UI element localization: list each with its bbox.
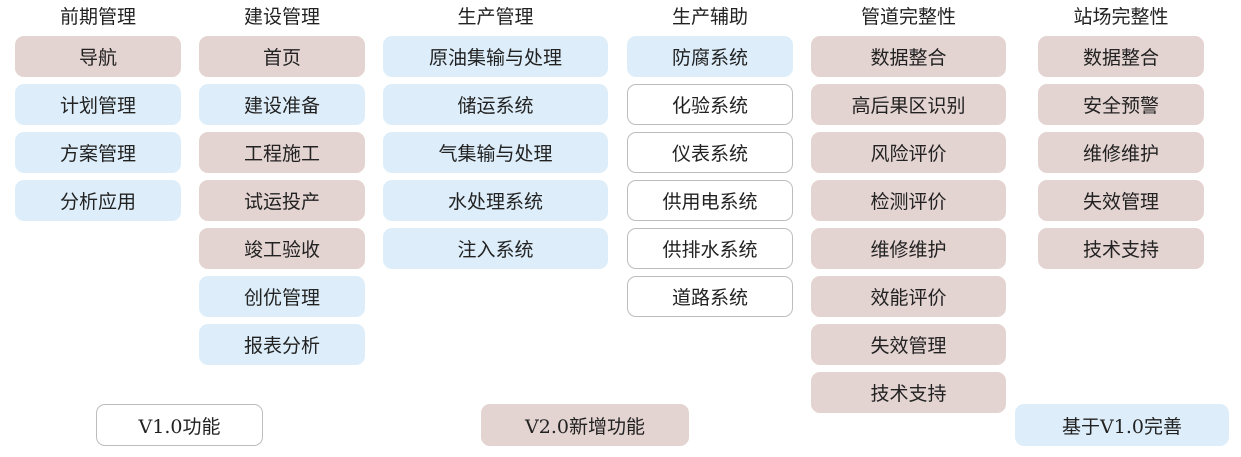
module-item: 数据整合 [811, 36, 1006, 77]
module-item: 注入系统 [383, 228, 608, 269]
module-item: 风险评价 [811, 132, 1006, 173]
module-item: 首页 [199, 36, 365, 77]
legend-item: 基于V1.0完善 [1015, 404, 1229, 446]
module-item: 分析应用 [15, 180, 181, 221]
module-item: 方案管理 [15, 132, 181, 173]
legend-item: V2.0新增功能 [481, 404, 689, 446]
module-item: 高后果区识别 [811, 84, 1006, 125]
module-item: 技术支持 [811, 372, 1006, 413]
module-item: 数据整合 [1038, 36, 1204, 77]
column-title: 管道完整性 [860, 6, 956, 28]
module-item: 安全预警 [1038, 84, 1204, 125]
column-title: 前期管理 [59, 6, 136, 28]
column-title: 生产辅助 [671, 6, 748, 28]
module-item: 供用电系统 [627, 180, 793, 221]
module-item: 计划管理 [15, 84, 181, 125]
module-item: 试运投产 [199, 180, 365, 221]
module-item: 工程施工 [199, 132, 365, 173]
module-item: 气集输与处理 [383, 132, 608, 173]
module-item: 报表分析 [199, 324, 365, 365]
module-item: 效能评价 [811, 276, 1006, 317]
module-item: 建设准备 [199, 84, 365, 125]
module-item: 防腐系统 [627, 36, 793, 77]
module-column: 前期管理导航计划管理方案管理分析应用 [15, 0, 181, 228]
module-item: 维修维护 [1038, 132, 1204, 173]
module-item: 原油集输与处理 [383, 36, 608, 77]
module-column: 生产管理原油集输与处理储运系统气集输与处理水处理系统注入系统 [383, 0, 608, 276]
module-item: 道路系统 [627, 276, 793, 317]
module-item: 竣工验收 [199, 228, 365, 269]
module-item: 失效管理 [811, 324, 1006, 365]
module-item: 维修维护 [811, 228, 1006, 269]
module-item: 仪表系统 [627, 132, 793, 173]
module-item: 创优管理 [199, 276, 365, 317]
module-column: 生产辅助防腐系统化验系统仪表系统供用电系统供排水系统道路系统 [627, 0, 793, 324]
module-column: 管道完整性数据整合高后果区识别风险评价检测评价维修维护效能评价失效管理技术支持 [811, 0, 1006, 420]
module-item: 失效管理 [1038, 180, 1204, 221]
module-item: 储运系统 [383, 84, 608, 125]
module-item: 技术支持 [1038, 228, 1204, 269]
module-column: 建设管理首页建设准备工程施工试运投产竣工验收创优管理报表分析 [199, 0, 365, 372]
column-title: 生产管理 [457, 6, 534, 28]
column-title: 站场完整性 [1073, 6, 1169, 28]
module-item: 化验系统 [627, 84, 793, 125]
column-title: 建设管理 [243, 6, 320, 28]
module-item: 检测评价 [811, 180, 1006, 221]
module-item: 供排水系统 [627, 228, 793, 269]
module-column: 站场完整性数据整合安全预警维修维护失效管理技术支持 [1038, 0, 1204, 276]
legend-item: V1.0功能 [96, 404, 263, 446]
module-item: 水处理系统 [383, 180, 608, 221]
module-item: 导航 [15, 36, 181, 77]
